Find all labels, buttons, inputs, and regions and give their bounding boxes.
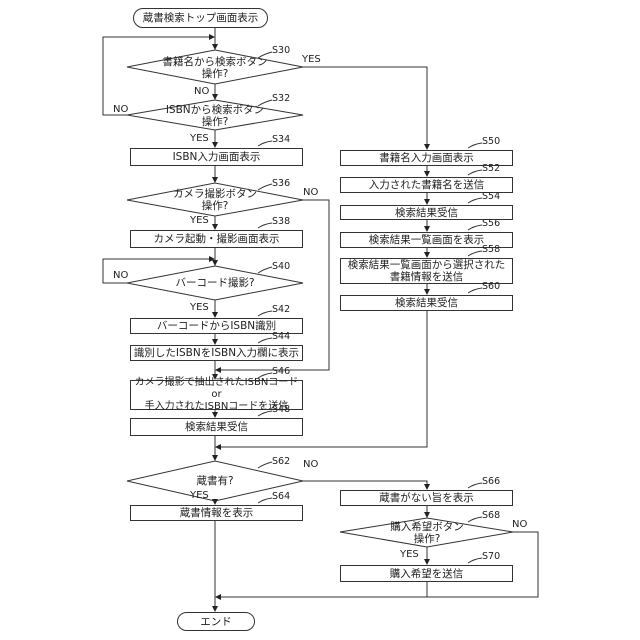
step-id-s58: S58 (482, 244, 500, 255)
decision-s32: ISBNから検索ボタン 操作? (150, 103, 280, 129)
process-s48: 検索結果受信 (130, 418, 303, 436)
edge-label-s68-no: NO (512, 519, 527, 530)
step-id-s70: S70 (482, 551, 500, 562)
step-id-s32: S32 (272, 93, 290, 104)
step-id-s66: S66 (482, 476, 500, 487)
step-id-s40: S40 (272, 261, 290, 272)
process-s38: カメラ起動・撮影画面表示 (130, 230, 303, 248)
step-id-s46: S46 (272, 366, 290, 377)
end-terminal: エンド (177, 612, 255, 631)
edge-label-s36-no: NO (303, 187, 318, 198)
decision-s36: カメラ撮影ボタン 操作? (150, 187, 280, 213)
step-id-s42: S42 (272, 304, 290, 315)
process-s60: 検索結果受信 (340, 295, 513, 311)
step-id-s30: S30 (272, 45, 290, 56)
start-label: 蔵書検索トップ画面表示 (143, 12, 259, 24)
edge-label-s30-no: NO (194, 86, 209, 97)
decision-s40: バーコード撮影? (150, 276, 280, 290)
step-id-s52: S52 (482, 163, 500, 174)
step-id-s62: S62 (272, 456, 290, 467)
process-s64: 蔵書情報を表示 (130, 505, 303, 521)
process-s66: 蔵書がない旨を表示 (340, 490, 513, 506)
decision-s30: 書籍名から検索ボタン 操作? (150, 55, 280, 81)
step-id-s50: S50 (482, 136, 500, 147)
edge-label-s32-yes: YES (190, 133, 209, 144)
step-id-s44: S44 (272, 331, 290, 342)
step-id-s38: S38 (272, 216, 290, 227)
step-id-s48: S48 (272, 404, 290, 415)
step-id-s68: S68 (482, 510, 500, 521)
edge-label-s32-no: NO (113, 104, 128, 115)
decision-s68: 購入希望ボタン 操作? (362, 520, 492, 546)
step-id-s36: S36 (272, 178, 290, 189)
step-id-s34: S34 (272, 134, 290, 145)
edge-label-s40-yes: YES (190, 302, 209, 313)
edge-label-s68-yes: YES (400, 549, 419, 560)
edge-label-s62-no: NO (303, 459, 318, 470)
step-id-s60: S60 (482, 281, 500, 292)
decision-s62: 蔵書有? (150, 474, 280, 488)
end-label: エンド (200, 616, 232, 628)
step-id-s64: S64 (272, 491, 290, 502)
process-s44: 識別したISBNをISBN入力欄に表示 (130, 345, 303, 361)
process-s34: ISBN入力画面表示 (130, 148, 303, 166)
process-s70: 購入希望を送信 (340, 565, 513, 582)
edge-label-s40-no: NO (113, 270, 128, 281)
step-id-s54: S54 (482, 191, 500, 202)
edge-label-s30-yes: YES (302, 54, 321, 65)
edge-label-s36-yes: YES (190, 215, 209, 226)
edge-label-s62-yes: YES (190, 490, 209, 501)
start-terminal: 蔵書検索トップ画面表示 (133, 8, 268, 28)
step-id-s56: S56 (482, 218, 500, 229)
